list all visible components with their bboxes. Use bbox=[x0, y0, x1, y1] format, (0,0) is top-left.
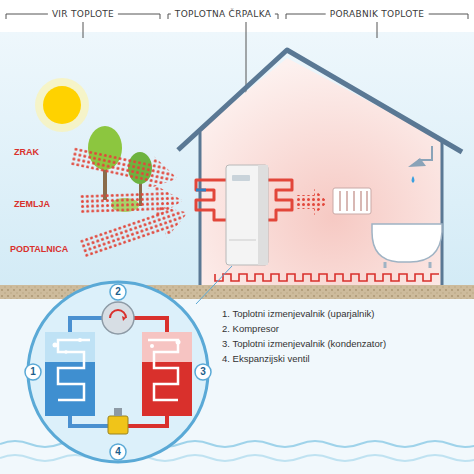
floor-heating bbox=[215, 274, 439, 281]
sun bbox=[35, 78, 89, 132]
refrigerant-cycle-inset bbox=[58, 340, 90, 400]
callout-number: 1 bbox=[30, 366, 36, 378]
floor-heating bbox=[215, 274, 439, 281]
callout-badges bbox=[25, 364, 41, 380]
refrigerant-cycle-inset bbox=[70, 318, 102, 332]
heat-pump-unit bbox=[258, 165, 268, 265]
leader-line bbox=[196, 266, 232, 304]
heat-pump-unit bbox=[226, 165, 268, 265]
callout-number: 4 bbox=[115, 446, 121, 458]
refrigerant-cycle-inset bbox=[110, 310, 126, 318]
refrigerant-cycle-inset bbox=[122, 316, 126, 321]
heat-exchanger-coils bbox=[268, 180, 292, 220]
callout-badges bbox=[110, 444, 126, 460]
refrigerant-cycle-inset bbox=[128, 416, 167, 426]
top-brackets bbox=[83, 22, 84, 38]
refrigerant-cycle-inset bbox=[28, 282, 208, 462]
refrigerant-cycle-inset bbox=[45, 332, 95, 416]
radiator bbox=[333, 188, 371, 214]
heat-pump-unit bbox=[229, 240, 256, 241]
heat-source-arrows bbox=[68, 139, 193, 265]
house bbox=[178, 50, 462, 285]
radiator bbox=[333, 188, 371, 214]
refrigerant-cycle-inset bbox=[150, 344, 154, 348]
callout-number: 3 bbox=[200, 366, 206, 378]
refrigerant-cycle-inset bbox=[45, 362, 95, 416]
sun bbox=[43, 86, 81, 124]
legend-item: 3. Toplotni izmenjevalnik (kondenzator) bbox=[222, 339, 386, 350]
bathtub bbox=[385, 262, 430, 268]
heat-pump-unit bbox=[226, 165, 268, 265]
refrigerant-cycle-inset bbox=[70, 416, 108, 426]
section-heading: PORABNIK TOPLOTE bbox=[326, 9, 429, 19]
refrigerant-cycle-inset bbox=[134, 318, 167, 332]
heat-source-arrows bbox=[68, 139, 181, 195]
legend-item: 4. Ekspanzijski ventil bbox=[222, 354, 310, 365]
leader-line bbox=[196, 266, 232, 304]
refrigerant-cycle-inset bbox=[142, 332, 192, 416]
house bbox=[200, 132, 442, 285]
refrigerant-cycle-inset bbox=[102, 302, 134, 334]
refrigerant-cycle-inset bbox=[148, 340, 178, 400]
callout-badges bbox=[195, 364, 211, 380]
sun bbox=[35, 78, 89, 132]
callout-number: 2 bbox=[115, 286, 121, 298]
refrigerant-cycle-inset bbox=[114, 408, 122, 416]
refrigerant-cycle-inset bbox=[108, 416, 128, 434]
indoor-heat-arrow bbox=[296, 189, 328, 215]
shower bbox=[418, 146, 432, 160]
legend-item: 2. Kompresor bbox=[222, 324, 279, 335]
refrigerant-cycle-inset bbox=[28, 282, 208, 462]
section-heading: TOPLOTNA ČRPALKA bbox=[171, 9, 275, 19]
heat-exchanger-coils bbox=[196, 180, 226, 220]
house bbox=[200, 58, 442, 285]
house bbox=[178, 50, 462, 152]
indoor-heat-arrow bbox=[296, 189, 328, 215]
shower bbox=[412, 176, 415, 183]
legend-item: 1. Toplotni izmenjevalnik (uparjalnik) bbox=[222, 309, 374, 320]
bathtub bbox=[372, 224, 442, 268]
background bbox=[0, 32, 474, 288]
shower bbox=[408, 146, 432, 183]
radiator bbox=[340, 191, 367, 211]
callout-badges bbox=[25, 284, 211, 460]
heat-source-arrows bbox=[76, 196, 193, 265]
heat-exchanger-coils bbox=[196, 189, 206, 192]
refrigerant-cycle-inset bbox=[142, 362, 192, 416]
heat-source-label: PODTALNICA bbox=[10, 244, 68, 254]
shower bbox=[408, 158, 426, 167]
heat-source-label: ZEMLJA bbox=[14, 199, 50, 209]
section-heading: VIR TOPLOTE bbox=[48, 9, 118, 19]
top-brackets bbox=[377, 22, 378, 38]
heat-pump-unit bbox=[232, 175, 250, 181]
bathtub bbox=[372, 224, 442, 262]
water-waves bbox=[0, 455, 474, 461]
refrigerant-cycle-inset bbox=[45, 302, 192, 434]
heat-source-label: ZRAK bbox=[14, 147, 39, 157]
callout-badges bbox=[110, 284, 126, 300]
